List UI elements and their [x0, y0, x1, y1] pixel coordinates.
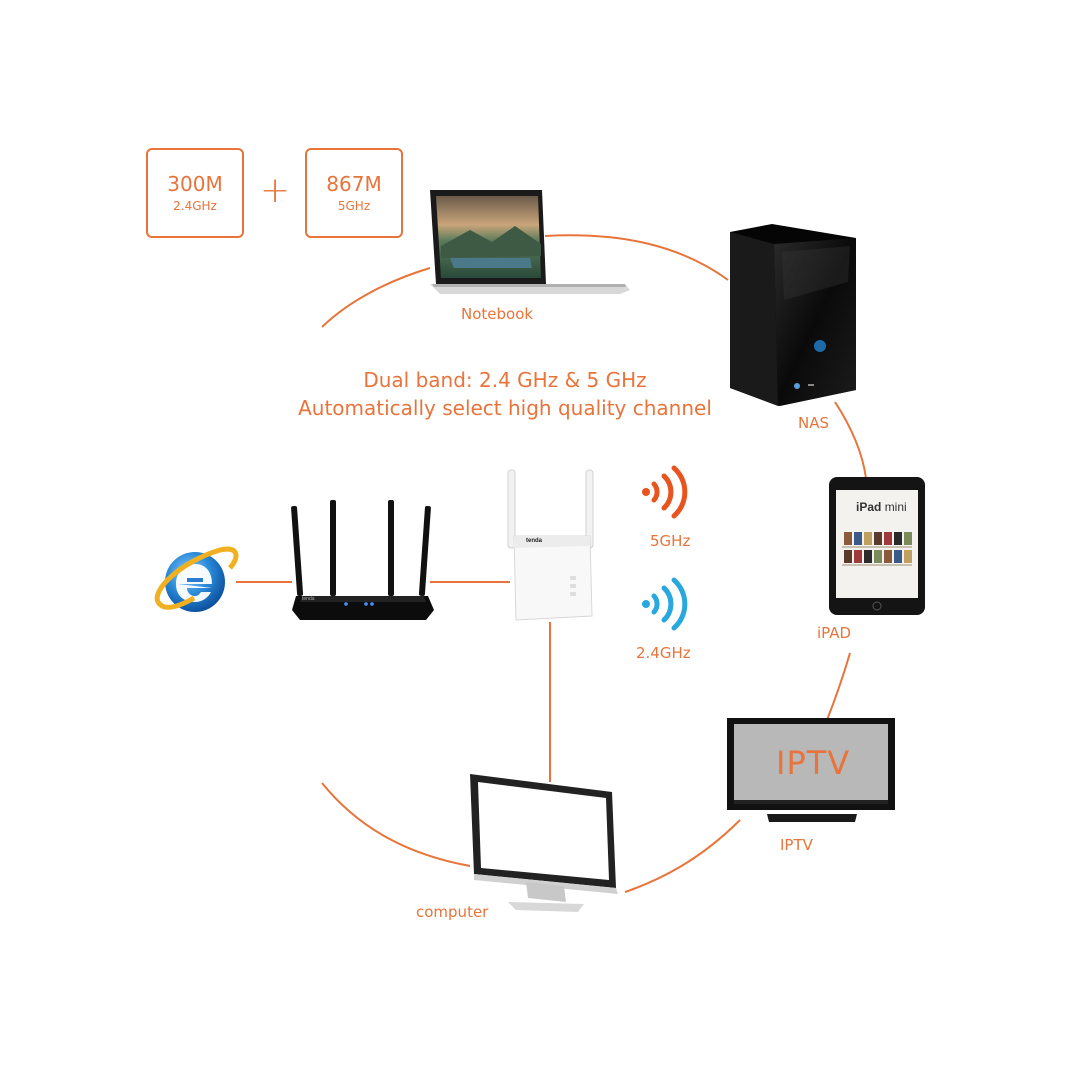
speed-band: 5GHz [337, 199, 371, 213]
extender-brand: tenda [526, 538, 543, 544]
router-device [291, 500, 434, 620]
ipad-book [894, 550, 902, 563]
speed-box-24g: 300M 2.4GHz [146, 148, 244, 238]
circle-arc-notebook-nas [544, 234, 729, 281]
ipad-book [854, 550, 862, 563]
ipad-book [904, 532, 912, 545]
nas-device [730, 224, 856, 406]
computer-label: computer [416, 903, 489, 921]
ipad-book [874, 532, 882, 545]
plus-sign: + [260, 170, 291, 211]
ipad-book [874, 550, 882, 563]
ipad-book [844, 532, 852, 545]
headline-line2: Automatically select high quality channe… [298, 396, 712, 420]
circle-arc-iptv-computer [624, 819, 741, 893]
circle-arc-ipad-iptv [826, 652, 851, 721]
speed-rate: 867M [326, 172, 382, 196]
iptv-device [727, 718, 895, 822]
iptv-screen-text: IPTV [776, 744, 851, 782]
band-5g-label: 5GHz [650, 532, 691, 550]
wifi-signal-5g-icon [642, 465, 688, 519]
nas-label: NAS [798, 414, 830, 432]
notebook-device [430, 190, 630, 294]
ipad-book [864, 532, 872, 545]
circle-arc-nas-ipad [834, 401, 867, 479]
speed-box-5g: 867M 5GHz [305, 148, 403, 238]
ipad-screen-title: iPad mini [856, 500, 907, 514]
ipad-book [884, 550, 892, 563]
router-brand: tenda [302, 596, 315, 602]
ipad-book [884, 532, 892, 545]
iptv-label: IPTV [780, 836, 813, 854]
ipad-title-bold: iPad [856, 500, 882, 514]
band-24g-label: 2.4GHz [636, 644, 691, 662]
wifi-signal-24g-icon [642, 577, 688, 631]
ipad-book [864, 550, 872, 563]
computer-device [470, 774, 618, 912]
speed-band: 2.4GHz [173, 199, 217, 213]
ipad-title-light: mini [884, 500, 907, 514]
circle-arc-computer-left [321, 782, 471, 867]
extender-device [507, 469, 594, 621]
notebook-label: Notebook [461, 305, 534, 323]
ipad-book [904, 550, 912, 563]
circle-arc-notebook [321, 267, 431, 328]
ipad-book [854, 532, 862, 545]
ipad-book [844, 550, 852, 563]
speed-rate: 300M [167, 172, 223, 196]
internet-explorer-icon [154, 546, 239, 612]
ipad-device [829, 477, 925, 615]
ipad-book [894, 532, 902, 545]
ipad-label: iPAD [817, 624, 852, 642]
headline-line1: Dual band: 2.4 GHz & 5 GHz [363, 368, 647, 392]
